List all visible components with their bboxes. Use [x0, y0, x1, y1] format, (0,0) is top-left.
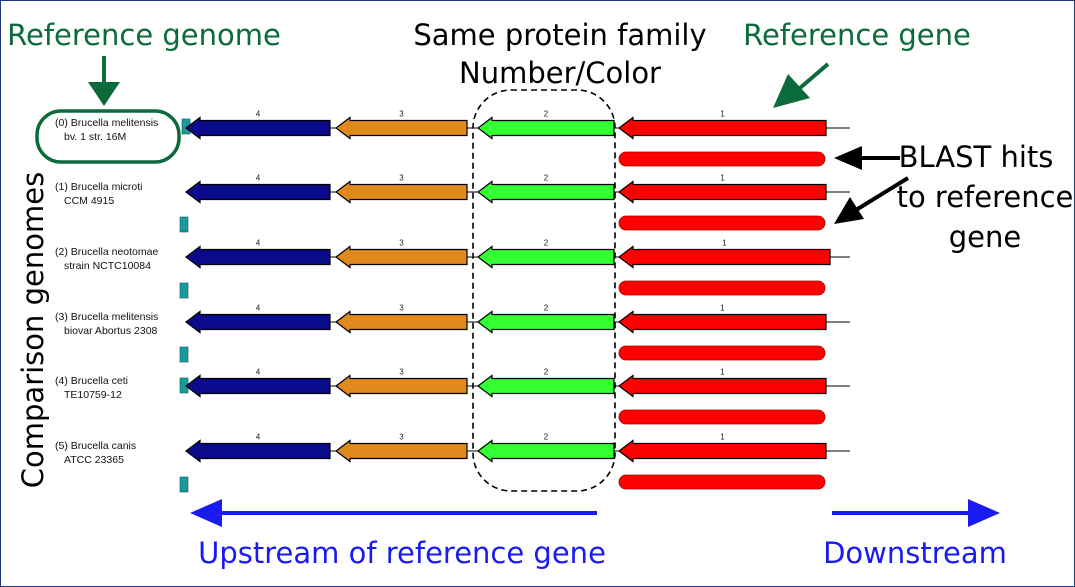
gene-3-arrow [335, 180, 468, 204]
gene-number-label: 3 [399, 110, 404, 119]
gene-number-label: 1 [720, 304, 725, 313]
blast-hits-label-line2: to reference [897, 180, 1074, 214]
gene-number-label: 2 [544, 304, 549, 313]
gene-1-arrow [618, 116, 827, 140]
downstream-arrow-icon [832, 499, 1000, 527]
genome-name: (4) Brucella ceti [55, 375, 128, 387]
blast-hit-bar [618, 215, 826, 231]
gene-4-arrow [185, 180, 331, 204]
comparison-genomes-label: Comparison genomes [16, 172, 50, 488]
same-family-highlight [472, 89, 616, 492]
reference-genome-highlight [35, 109, 181, 164]
gene-number-label: 1 [722, 239, 727, 248]
gene-4-arrow [185, 439, 331, 463]
gene-number-label: 4 [256, 368, 261, 377]
genome-row: (0) Brucella melitensis bv. 1 str. 16M 4 3 2… [55, 110, 850, 167]
blast-hit-bar [618, 474, 826, 490]
upstream-arrow-icon [190, 499, 597, 527]
genome-name: (0) Brucella melitensis [55, 117, 158, 129]
gene-2-arrow [477, 245, 615, 269]
gene-number-label: 2 [544, 368, 549, 377]
gene-number-label: 3 [399, 433, 404, 442]
gene-number-label: 3 [399, 174, 404, 183]
gene-number-label: 3 [399, 368, 404, 377]
gene-3-arrow [335, 310, 468, 334]
gene-1-arrow [618, 310, 827, 334]
same-family-label-line2: Number/Color [459, 56, 661, 90]
gene-1-arrow [618, 245, 831, 269]
gene-number-label: 4 [256, 433, 261, 442]
reference-genome-label: Reference genome [7, 18, 281, 52]
small-feature-box [179, 346, 189, 363]
genome-strain: CCM 4915 [64, 195, 114, 207]
gene-2-arrow [477, 310, 615, 334]
genome-strain: bv. 1 str. 16M [64, 131, 126, 143]
small-feature-box [179, 216, 189, 233]
genome-strain: TE10759-12 [64, 389, 122, 401]
gene-number-label: 1 [720, 110, 725, 119]
gene-number-label: 1 [720, 433, 725, 442]
gene-4-arrow [185, 245, 331, 269]
gene-number-label: 4 [256, 239, 261, 248]
gene-number-label: 3 [399, 304, 404, 313]
gene-number-label: 2 [544, 174, 549, 183]
genome-name: (3) Brucella melitensis [55, 311, 158, 323]
genome-row: (3) Brucella melitensis biovar Abortus 23… [55, 304, 850, 363]
blast-hit-bar [618, 280, 826, 296]
gene-number-label: 2 [544, 239, 549, 248]
gene-2-arrow [477, 180, 615, 204]
genome-rows: (0) Brucella melitensis bv. 1 str. 16M 4 3 2… [55, 110, 850, 493]
genome-strain: strain NCTC10084 [64, 260, 151, 272]
gene-1-arrow [618, 374, 827, 398]
gene-4-arrow [185, 310, 331, 334]
reference-gene-arrow-icon [773, 62, 830, 108]
reference-gene-label: Reference gene [743, 18, 971, 52]
gene-number-label: 1 [720, 368, 725, 377]
upstream-label: Upstream of reference gene [198, 536, 606, 570]
gene-2-arrow [477, 439, 615, 463]
downstream-label: Downstream [823, 536, 1007, 570]
gene-number-label: 4 [256, 174, 261, 183]
small-feature-box [179, 282, 189, 299]
gene-number-label: 2 [544, 110, 549, 119]
gene-number-label: 3 [399, 239, 404, 248]
blast-hit-bar [618, 151, 826, 167]
gene-1-arrow [618, 439, 827, 463]
reference-genome-arrow-icon [88, 56, 120, 106]
genome-strain: ATCC 23365 [64, 454, 124, 466]
gene-4-arrow [185, 374, 331, 398]
gene-number-label: 4 [256, 304, 261, 313]
blast-hit-bar [618, 345, 826, 361]
genome-name: (2) Brucella neotomae [55, 246, 158, 258]
gene-3-arrow [335, 245, 468, 269]
gene-3-arrow [335, 116, 468, 140]
genome-name: (1) Brucella microti [55, 181, 143, 193]
same-family-label-line1: Same protein family [413, 18, 706, 52]
gene-2-arrow [477, 374, 615, 398]
blast-hit-arrow-icon [834, 176, 910, 224]
genome-row: (2) Brucella neotomae strain NCTC10084 4 3 2… [55, 239, 850, 299]
blast-hit-bar [618, 409, 826, 425]
genome-strain: biovar Abortus 2308 [64, 325, 158, 337]
blast-hits-label-line1: BLAST hits [899, 140, 1054, 174]
small-feature-box [179, 476, 189, 493]
blast-hit-arrow-icon [834, 146, 900, 170]
gene-4-arrow [185, 116, 331, 140]
gene-3-arrow [335, 374, 468, 398]
gene-2-arrow [477, 116, 615, 140]
gene-number-label: 4 [256, 110, 261, 119]
gene-number-label: 1 [720, 174, 725, 183]
genome-name: (5) Brucella canis [55, 440, 136, 452]
blast-hits-label-line3: gene [949, 220, 1021, 254]
gene-number-label: 2 [544, 433, 549, 442]
gene-1-arrow [618, 180, 827, 204]
gene-3-arrow [335, 439, 468, 463]
